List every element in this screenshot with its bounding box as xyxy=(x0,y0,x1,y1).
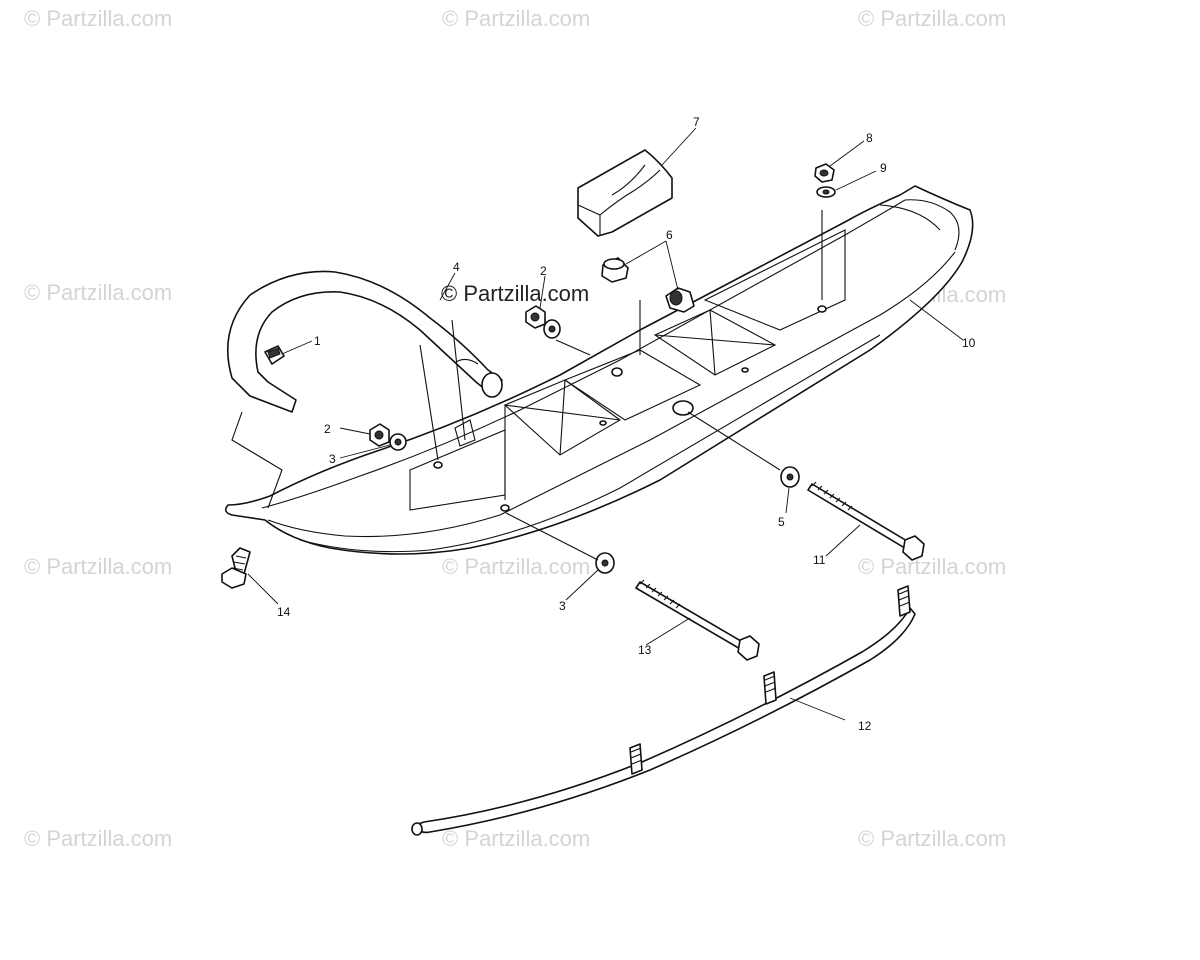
nut-washer-parts xyxy=(369,305,561,451)
callout-2-lower: 2 xyxy=(324,422,331,436)
cushion-part xyxy=(577,149,673,237)
callout-1: 1 xyxy=(314,334,321,348)
watermark-low-right: © Partzilla.com xyxy=(858,554,1007,579)
ski-body-part xyxy=(224,185,974,555)
bolt-front-part xyxy=(595,552,760,661)
callout-8: 8 xyxy=(866,131,873,145)
bushing-parts xyxy=(601,257,695,313)
callout-12: 12 xyxy=(858,719,872,733)
callout-14: 14 xyxy=(277,605,291,619)
callout-5: 5 xyxy=(778,515,785,529)
callout-7: 7 xyxy=(693,115,700,129)
callout-3-lower: 3 xyxy=(559,599,566,613)
callout-10: 10 xyxy=(962,336,976,350)
ski-loop-part xyxy=(226,270,503,413)
watermark-mid-left: © Partzilla.com xyxy=(24,280,173,305)
clip-part xyxy=(264,345,285,365)
callout-11: 11 xyxy=(813,553,826,567)
callout-3-upper: 3 xyxy=(329,452,336,466)
watermark-low-left: © Partzilla.com xyxy=(24,554,173,579)
callout-13: 13 xyxy=(638,643,652,657)
callout-labels: 1 2 2 3 3 4 5 6 7 8 9 10 11 12 13 14 xyxy=(277,115,976,733)
watermark-bottom-right: © Partzilla.com xyxy=(858,826,1007,851)
watermark-top-center: © Partzilla.com xyxy=(442,6,591,31)
watermark-bottom-center: © Partzilla.com xyxy=(442,826,591,851)
nut-washer-top-parts xyxy=(814,163,836,198)
leader-lines xyxy=(247,127,964,721)
watermark-top-left: © Partzilla.com xyxy=(24,6,173,31)
callout-4: 4 xyxy=(453,260,460,274)
bolt-tip-part xyxy=(221,547,251,589)
callout-2-upper: 2 xyxy=(540,264,547,278)
watermark-low-center: © Partzilla.com xyxy=(442,554,591,579)
assembly-lines xyxy=(231,210,823,561)
watermark-center-dark: © Partzilla.com xyxy=(441,281,590,306)
watermark-top-right: © Partzilla.com xyxy=(858,6,1007,31)
wear-bar-part xyxy=(411,585,916,836)
watermark-bottom-left: © Partzilla.com xyxy=(24,826,173,851)
bolt-rear-part xyxy=(780,466,925,561)
callout-6: 6 xyxy=(666,228,673,242)
callout-9: 9 xyxy=(880,161,887,175)
